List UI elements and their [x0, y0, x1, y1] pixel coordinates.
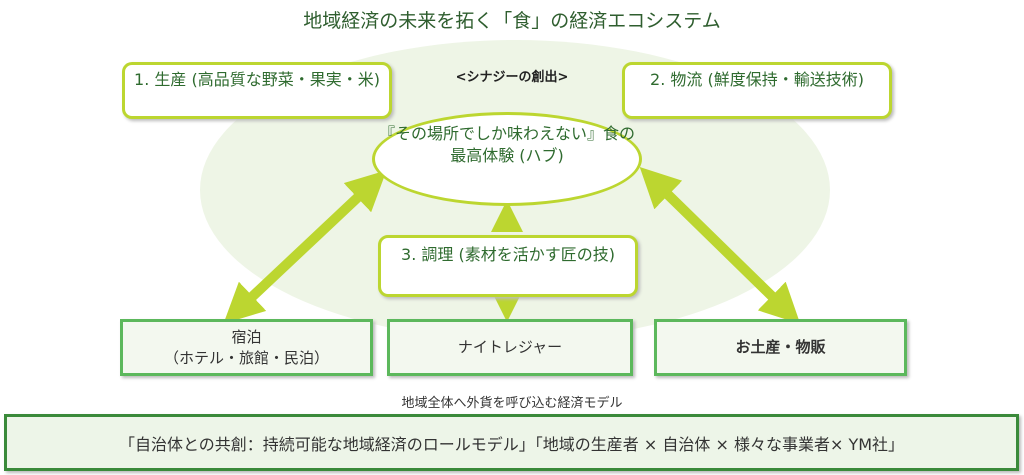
- lodging-box: 宿泊 （ホテル・旅館・民泊）: [120, 319, 373, 376]
- diagram-title: 地域経済の未来を拓く「食」の経済エコシステム: [303, 10, 721, 32]
- arrow-hub-souvenir: [639, 167, 801, 324]
- souvenir-box: お土産・物販: [654, 319, 907, 376]
- night-leisure-label: ナイトレジャー: [457, 338, 563, 356]
- arrow-hub-lodging: [223, 170, 387, 324]
- souvenir-label: お土産・物販: [735, 338, 826, 356]
- footer-text: 「自治体との共創：持続可能な地域経済のロールモデル」「地域の生産者 × 自治体 …: [118, 434, 905, 454]
- hub-ellipse: 『その場所でしか味わえない』食の最高体験 (ハブ): [372, 112, 642, 206]
- logistics-box: 2. 物流 (鮮度保持・輸送技術): [622, 62, 892, 119]
- lodging-label: 宿泊: [231, 327, 262, 346]
- production-box: 1. 生産 (高品質な野菜・果実・米): [122, 62, 392, 119]
- cooking-box: 3. 調理 (素材を活かす匠の技): [378, 235, 638, 297]
- lodging-sub-label: （ホテル・旅館・民泊）: [163, 348, 329, 367]
- synergy-label: <シナジーの創出>: [455, 70, 569, 85]
- model-caption: 地域全体へ外貨を呼び込む経済モデル: [401, 396, 623, 411]
- footer-banner: 「自治体との共創：持続可能な地域経済のロールモデル」「地域の生産者 × 自治体 …: [4, 414, 1019, 471]
- night-leisure-box: ナイトレジャー: [387, 319, 633, 376]
